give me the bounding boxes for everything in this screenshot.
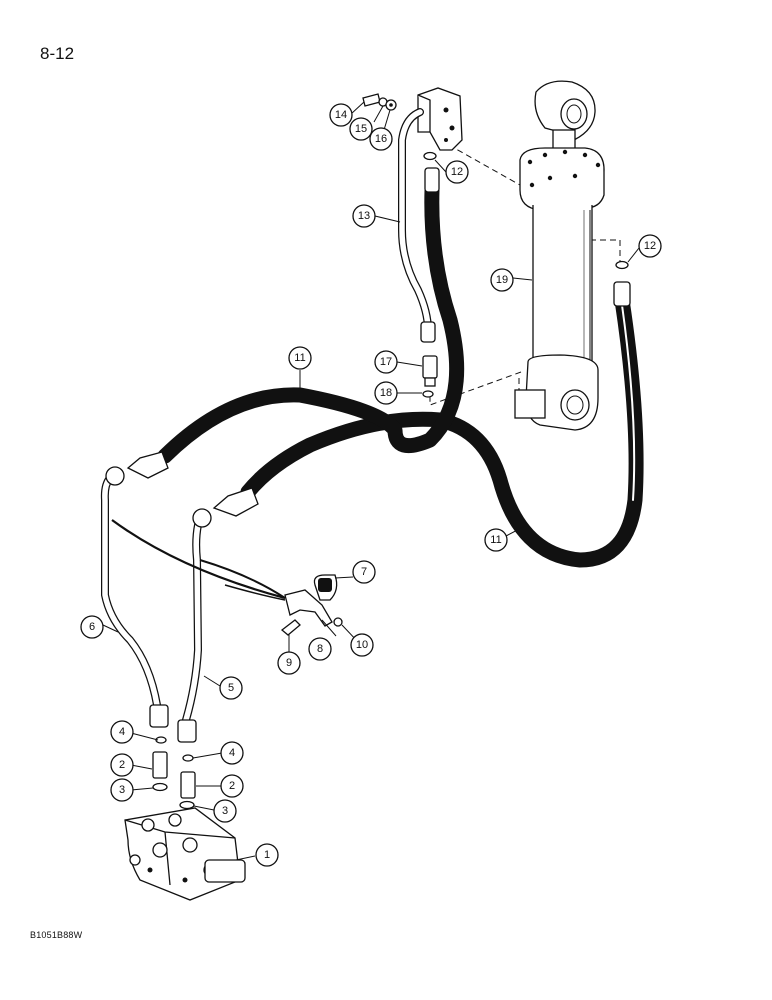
callout-3b-label: 3 — [222, 805, 228, 817]
hydraulic-cylinder — [514, 80, 605, 431]
hose-long — [240, 292, 644, 568]
callout-9: 9 — [277, 651, 301, 675]
screw-washers — [362, 93, 397, 111]
figure-code: B1051B88W — [30, 930, 83, 940]
callout-4b-label: 4 — [229, 747, 235, 759]
callout-4a: 4 — [110, 720, 134, 744]
callout-12b-label: 12 — [644, 240, 656, 252]
callout-11a: 11 — [288, 346, 312, 370]
o-ring-12-right — [615, 260, 629, 270]
callout-12a: 12 — [445, 160, 469, 184]
callout-11b-label: 11 — [490, 534, 501, 546]
callout-3a-label: 3 — [119, 784, 125, 796]
callout-12a-label: 12 — [451, 166, 463, 178]
callout-7: 7 — [352, 560, 376, 584]
callout-19: 19 — [490, 268, 514, 292]
guide-lines — [111, 519, 286, 601]
callout-16-label: 16 — [375, 133, 387, 145]
callout-11b: 11 — [484, 528, 508, 552]
callout-16: 16 — [369, 127, 393, 151]
o-ring-12-top — [423, 151, 437, 161]
callout-2a: 2 — [110, 753, 134, 777]
callout-13: 13 — [352, 204, 376, 228]
hose-upper — [157, 182, 465, 464]
callout-17-label: 17 — [380, 356, 392, 368]
callout-12b: 12 — [638, 234, 662, 258]
callout-13-label: 13 — [358, 210, 370, 222]
callout-2a-label: 2 — [119, 759, 125, 771]
control-valve — [124, 807, 246, 901]
callout-15: 15 — [349, 117, 373, 141]
callout-3b: 3 — [213, 799, 237, 823]
callout-5-label: 5 — [228, 682, 234, 694]
mounting-bracket — [417, 87, 463, 151]
callout-5: 5 — [219, 676, 243, 700]
page-number: 8-12 — [40, 44, 75, 63]
callout-2b-label: 2 — [229, 780, 235, 792]
callout-2b: 2 — [220, 774, 244, 798]
callout-6: 6 — [80, 615, 104, 639]
callout-4b: 4 — [220, 741, 244, 765]
steel-tube-13 — [398, 108, 436, 343]
callout-11a-label: 11 — [294, 352, 305, 364]
callout-9-label: 9 — [286, 657, 292, 669]
callout-1-label: 1 — [264, 849, 270, 861]
steel-tube-6 — [100, 466, 169, 728]
callout-7-label: 7 — [361, 566, 367, 578]
callout-19-label: 19 — [496, 274, 508, 286]
fittings-2 — [152, 736, 196, 810]
hose-fittings — [126, 167, 631, 517]
callout-18: 18 — [374, 381, 398, 405]
callout-14: 14 — [329, 103, 353, 127]
callout-8-label: 8 — [317, 643, 323, 655]
fitting-17 — [422, 355, 438, 398]
callout-8: 8 — [308, 637, 332, 661]
callout-4a-label: 4 — [119, 726, 125, 738]
callout-10: 10 — [350, 633, 374, 657]
clamp-assembly — [280, 574, 343, 636]
callout-17: 17 — [374, 350, 398, 374]
callout-14-label: 14 — [335, 109, 347, 121]
callout-1: 1 — [255, 843, 279, 867]
callout-3a: 3 — [110, 778, 134, 802]
steel-tube-5 — [177, 508, 212, 743]
callout-10-label: 10 — [356, 639, 368, 651]
callout-15-label: 15 — [355, 123, 367, 135]
callout-6-label: 6 — [89, 621, 95, 633]
callout-18-label: 18 — [380, 387, 392, 399]
leader-lines — [102, 101, 640, 861]
